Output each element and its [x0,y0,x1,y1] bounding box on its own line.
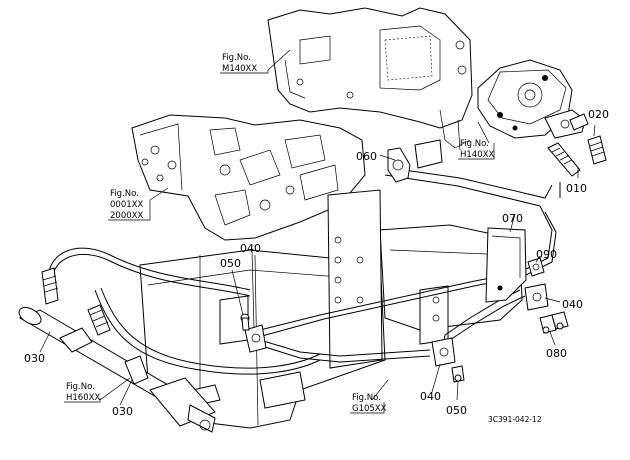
callout-030-left: 030 [24,352,45,365]
clamp-040-lower [431,337,456,367]
fig-ref-g105: Fig.No. G105XX [350,393,387,414]
svg-text:Fig.No.: Fig.No. [460,139,489,149]
bolts-080 [539,311,569,334]
callout-040-right: 040 [562,298,583,311]
callout-060: 060 [356,150,377,163]
svg-text:2000XX: 2000XX [110,211,143,221]
fig-ref-0001-2000: Fig.No. 0001XX 2000XX [108,189,151,221]
callout-050-center: 050 [220,257,241,270]
svg-text:Fig.No.: Fig.No. [222,53,251,63]
fig-ref-m140: Fig.No. M140XX [220,53,269,74]
hydraulic-pump [477,59,586,139]
callout-090: 090 [536,248,557,261]
clamp-040-right [524,283,549,311]
svg-text:0001XX: 0001XX [110,200,143,210]
svg-text:G105XX: G105XX [352,404,387,414]
svg-text:Fig.No.: Fig.No. [110,189,139,199]
leader-lines [39,49,596,406]
svg-text:H160XX: H160XX [66,393,100,403]
fitting-020 [587,135,607,165]
callout-010: 010 [566,182,587,195]
callout-020: 020 [588,108,609,121]
fig-ref-h160: Fig.No. H160XX [64,382,100,403]
bracket-070 [485,227,527,303]
fitting-010 [547,113,589,177]
callout-050-lower: 050 [446,404,467,417]
callout-070: 070 [502,212,523,225]
bolt-050-lower [451,365,465,383]
svg-text:H140XX: H140XX [460,150,494,160]
clamp-040-center [244,324,267,353]
drawing-code: 3C391-042-12 [488,415,542,424]
callout-030-lower: 030 [112,405,133,418]
hose-center [87,287,321,385]
callout-080: 080 [546,347,567,360]
fitting-090 [527,257,545,277]
svg-text:Fig.No.: Fig.No. [352,393,381,403]
callout-040-center: 040 [240,242,261,255]
hose-left [41,247,251,305]
svg-text:Fig.No.: Fig.No. [66,382,95,392]
fig-ref-h140: Fig.No. H140XX [458,139,494,160]
clamp-060 [387,139,443,183]
callout-040-lower: 040 [420,390,441,403]
svg-text:M140XX: M140XX [222,64,257,74]
bolt-050-center [240,313,250,331]
transmission-housing [267,7,473,151]
